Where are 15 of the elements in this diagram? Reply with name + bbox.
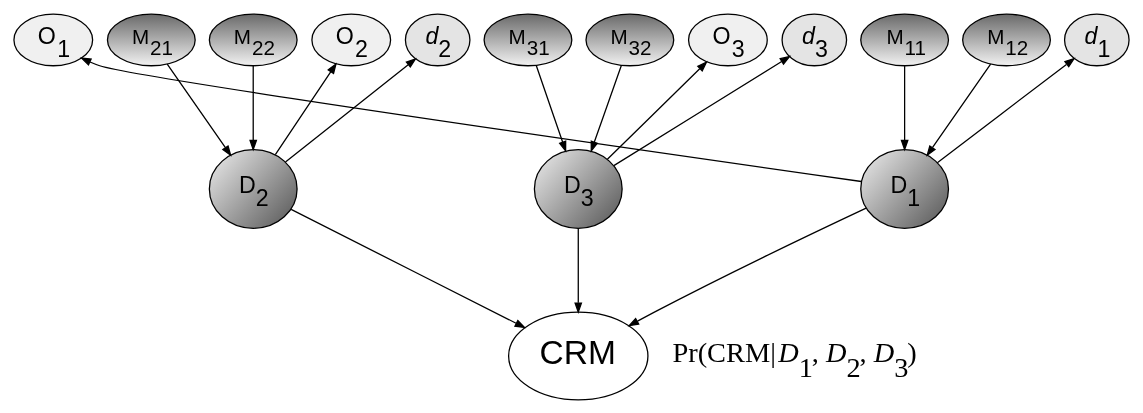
arrow <box>535 64 567 153</box>
arrow <box>79 56 862 182</box>
arrow <box>574 227 583 314</box>
arrow <box>166 62 232 157</box>
arrow <box>613 55 792 166</box>
arrow <box>926 62 992 157</box>
arrow <box>900 64 909 151</box>
arrow <box>290 208 527 328</box>
arrow <box>274 62 337 155</box>
arrow <box>936 56 1076 163</box>
arrow <box>627 207 867 327</box>
arrow <box>249 64 258 151</box>
arrow <box>284 57 417 163</box>
arrow <box>606 60 708 160</box>
node-ellipse: CRM <box>507 311 649 400</box>
